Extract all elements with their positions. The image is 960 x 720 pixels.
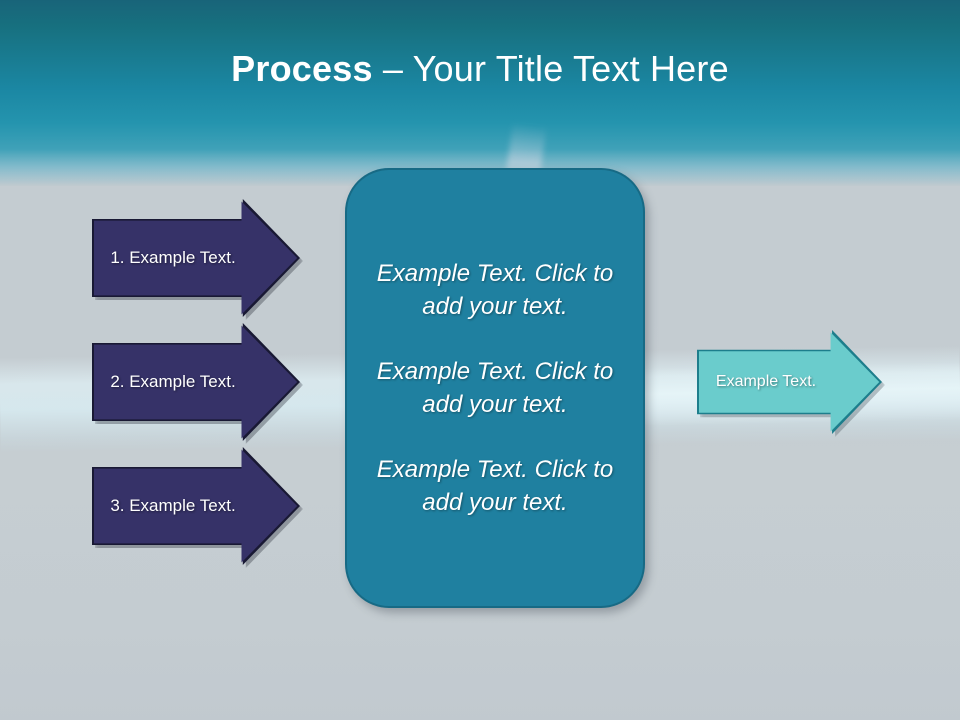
outcome-arrow-label: Example Text. bbox=[715, 373, 817, 390]
process-arrow-2-label: 2. Example Text. bbox=[110, 372, 236, 391]
center-box-text-block-3: Example Text. Click to add your text. bbox=[376, 456, 614, 516]
outcome-arrow[interactable]: Example Text. bbox=[697, 330, 885, 437]
center-box-text-block-2: Example Text. Click to add your text. bbox=[376, 358, 614, 418]
process-arrow-3-label: 3. Example Text. bbox=[110, 496, 236, 515]
center-box-text-block-1: Example Text. Click to add your text. bbox=[376, 260, 614, 320]
page-title-strong: Process bbox=[231, 48, 373, 89]
page-title-rest: – Your Title Text Here bbox=[372, 48, 729, 89]
page-title: Process – Your Title Text Here bbox=[0, 46, 960, 92]
process-arrow-1-label: 1. Example Text. bbox=[110, 248, 236, 267]
process-arrow-1[interactable]: 1. Example Text. bbox=[92, 199, 303, 320]
process-arrow-2[interactable]: 2. Example Text. bbox=[92, 323, 303, 444]
center-process-box[interactable]: Example Text. Click to add your text. Ex… bbox=[345, 168, 645, 608]
process-arrow-3[interactable]: 3. Example Text. bbox=[92, 447, 303, 568]
